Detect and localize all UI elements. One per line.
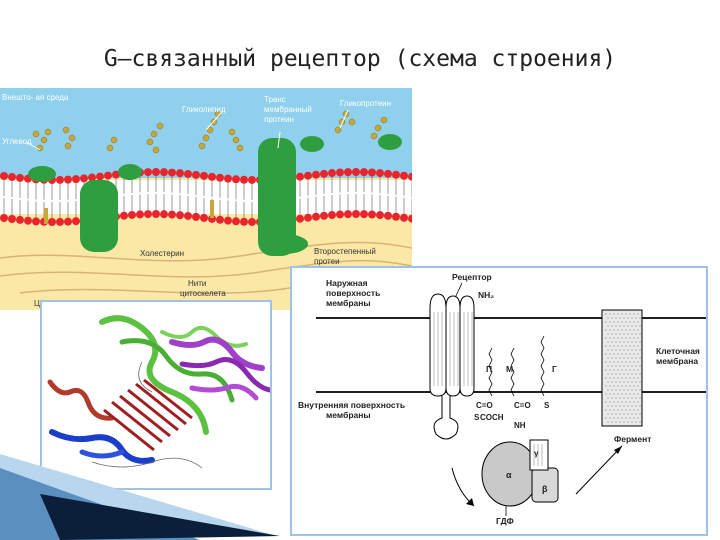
g-protein: [481, 439, 559, 507]
receptor-7tm: [429, 293, 475, 440]
helix-red-1: [47, 379, 115, 421]
helix-purple-3: [189, 383, 259, 401]
membrane-illustration: Внешто- ая среда Углевод Гликолипид Тран…: [0, 88, 412, 310]
helix-green-1: [99, 315, 209, 435]
protein-svg: [47, 315, 270, 469]
lipid-anchors: [488, 335, 545, 397]
extracellular-space: [0, 88, 412, 178]
label-s-right: S: [544, 401, 550, 410]
label-m: М: [506, 364, 513, 374]
secondary-protein: [260, 234, 308, 254]
label-trans-protein-2: мембранный: [264, 105, 312, 114]
label-glycolipid: Гликолипид: [182, 105, 226, 114]
slide-title: G–связанный рецептор (схема строения): [103, 46, 617, 72]
protein-ribbons: [47, 315, 270, 464]
label-outer-surface-2: поверхность: [326, 288, 380, 298]
receptor-stripes: [433, 312, 473, 386]
gamma-subunit: [529, 439, 549, 471]
label-nh: NH: [514, 421, 526, 430]
label-cell-membrane-2: мембрана: [656, 356, 698, 366]
label-p: П: [486, 364, 492, 374]
label-secondary-protein-2: протеи: [314, 257, 340, 266]
glycolipid-chains: [32, 110, 388, 154]
transmembrane-protein-center: [258, 138, 308, 256]
receptor-schema-svg: Наружная поверхность мембраны Внутренняя…: [298, 272, 706, 526]
helix-green-3: [160, 325, 248, 348]
label-cytoskeleton-1: Нити: [188, 279, 206, 288]
label-cholesterol: Холестерин: [140, 249, 184, 258]
label-beta: β: [542, 484, 548, 494]
helix-purple-2: [179, 357, 270, 393]
loops: [91, 361, 203, 469]
transmembrane-protein-left: [80, 180, 118, 252]
label-glycoprotein: Гликопротеин: [340, 99, 391, 108]
label-outer-surface-1: Наружная: [326, 278, 368, 288]
label-gdf: ГДФ: [496, 516, 514, 526]
label-outer-env: Внешто- ая среда: [2, 93, 69, 102]
enzyme-block: [601, 309, 643, 427]
gamma-stripes: [533, 444, 543, 466]
protein-structure-image: [40, 300, 272, 490]
peripheral-proteins: [28, 134, 402, 182]
helix-blue-1: [49, 429, 155, 464]
beta-sheets-red: [103, 378, 193, 452]
label-g: Г: [552, 364, 557, 374]
label-nh2: NH₂: [478, 290, 494, 300]
label-coch: COCH: [480, 413, 504, 422]
label-cytoskeleton-2: цитоскелета: [180, 289, 226, 298]
label-gamma: γ: [534, 449, 539, 458]
label-alpha: α: [506, 470, 512, 480]
label-trans-protein-1: Транс: [264, 95, 286, 104]
corner-stripe-dark: [40, 494, 280, 540]
label-secondary-protein-1: Второстепенный: [314, 247, 376, 256]
bilayer-core: [0, 180, 412, 214]
corner-decoration: [0, 454, 280, 540]
label-trans-protein-3: протеин: [264, 115, 294, 124]
helix-green-2: [119, 338, 235, 403]
helix-blue-2: [79, 449, 125, 459]
label-enzyme: Фермент: [614, 434, 651, 444]
arrow-heads: [466, 446, 622, 506]
label-inner-surface-1: Внутренняя поверхность: [298, 400, 405, 410]
label-inner-surface-2: мембраны: [326, 410, 371, 420]
enzyme-texture: [605, 313, 641, 423]
label-co-right: C=O: [514, 401, 531, 410]
label-receptor: Рецептор: [452, 272, 492, 282]
label-s-left: S: [474, 413, 480, 422]
receptor-schema: Наружная поверхность мембраны Внутренняя…: [290, 266, 708, 536]
label-carbohydrate: Углевод: [2, 137, 32, 146]
membrane-svg: Внешто- ая среда Углевод Гликолипид Тран…: [0, 88, 412, 310]
label-leaders: [25, 109, 349, 151]
cholesterol-molecules: [44, 200, 214, 224]
label-cut-letter: Ц: [34, 299, 40, 308]
helix-purple-1: [169, 336, 265, 371]
label-co-left: C=O: [476, 401, 493, 410]
label-cell-membrane-1: Клеточная: [656, 346, 700, 356]
label-outer-surface-3: мембраны: [326, 298, 371, 308]
